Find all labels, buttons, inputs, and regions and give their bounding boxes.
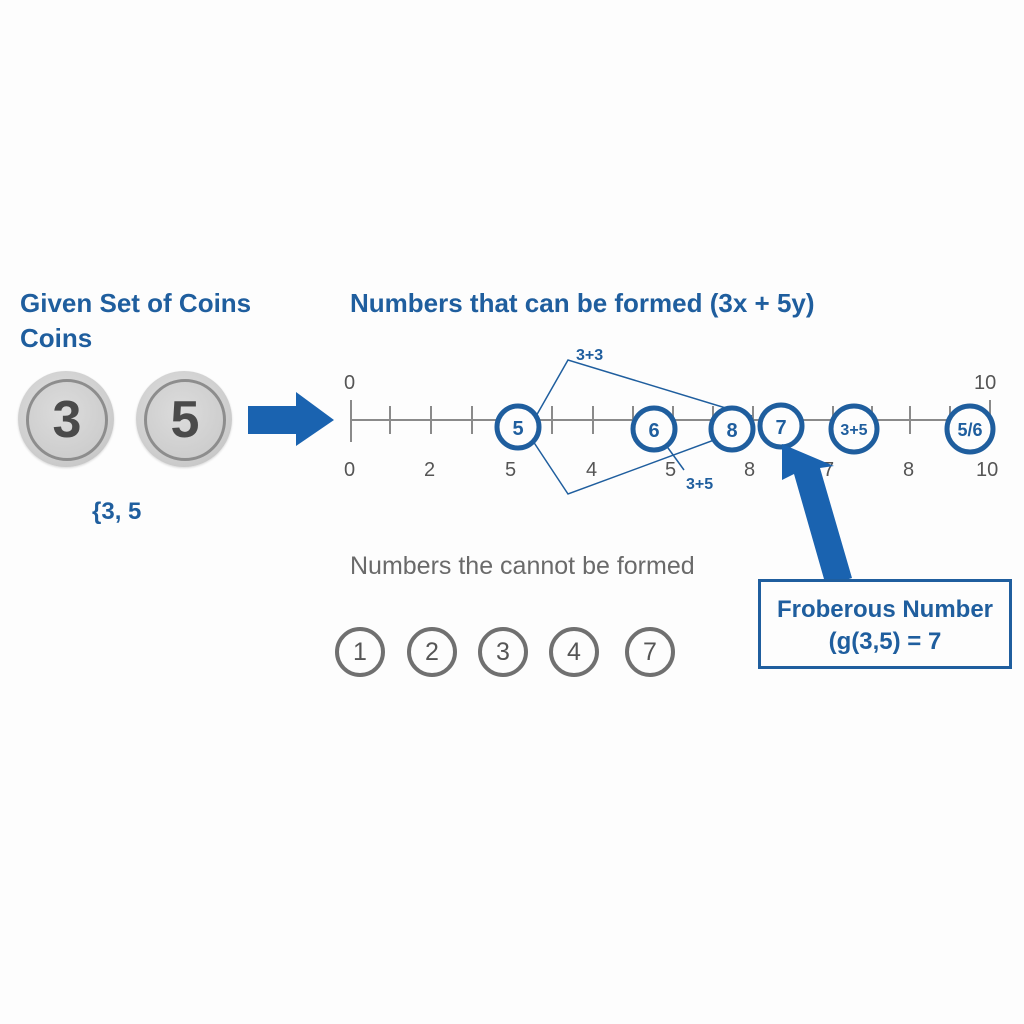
circled-value-label: 7 — [775, 417, 786, 439]
coin-5-value: 5 — [170, 391, 200, 449]
coin-3-value: 3 — [52, 391, 82, 449]
bottom-label: 7 — [823, 459, 834, 481]
bottom-label: 2 — [424, 459, 435, 481]
circled-value-7: 7 — [757, 402, 805, 450]
bottom-label: 4 — [586, 459, 597, 481]
bottom-label: 10 — [976, 459, 998, 481]
coin-5: 5 — [136, 371, 232, 467]
given-coins-title: Given Set of Coins — [20, 288, 252, 318]
top-label-0: 0 — [344, 372, 355, 394]
coin-5-face: 5 — [144, 379, 226, 461]
frobenius-number-box: Froberous Number (g(3,5) = 7 — [758, 579, 1012, 669]
annotation-3-plus-3: 3+3 — [576, 347, 603, 364]
bottom-label: 0 — [344, 459, 355, 481]
circled-value-3-plus-5: 3+5 — [828, 403, 880, 455]
frobenius-pointer-arrow-icon — [782, 444, 852, 586]
cannot-value-label: 3 — [496, 637, 510, 666]
frobenius-label: Froberous Number — [776, 596, 994, 623]
circled-value-5-6: 5/6 — [944, 403, 996, 455]
right-arrow-icon — [248, 392, 334, 446]
combination-connectors — [526, 359, 753, 495]
cannot-formed-title: Numbers the cannot be formed — [350, 552, 695, 580]
formed-numbers-title: Numbers that can be formed (3x + 5y) — [350, 288, 815, 318]
bottom-label: 5 — [665, 459, 676, 481]
coin-3-face: 3 — [26, 379, 108, 461]
circled-value-6: 6 — [630, 405, 678, 453]
frobenius-value: (g(3,5) = 7 — [828, 628, 942, 655]
cannot-value-2: 2 — [407, 627, 457, 677]
cannot-value-label: 1 — [353, 637, 367, 666]
coins-subtitle: Coins — [20, 323, 93, 353]
circled-value-label: 5/6 — [957, 420, 982, 440]
circled-value-8: 8 — [708, 405, 756, 453]
circled-value-5: 5 — [494, 403, 542, 451]
cannot-value-label: 4 — [567, 637, 581, 666]
cannot-value-1: 1 — [335, 627, 385, 677]
circled-value-label: 5 — [512, 418, 523, 440]
cannot-value-4: 4 — [549, 627, 599, 677]
circled-value-label: 8 — [726, 420, 737, 442]
coin-3: 3 — [18, 371, 114, 467]
circled-value-label: 6 — [648, 420, 659, 442]
bottom-label: 5 — [505, 459, 516, 481]
circled-value-label: 3+5 — [840, 422, 867, 439]
coin-set-text: {3, 5 — [92, 498, 142, 525]
cannot-value-3: 3 — [478, 627, 528, 677]
cannot-value-label: 7 — [643, 637, 657, 666]
bottom-label: 8 — [744, 459, 755, 481]
bottom-label: 8 — [903, 459, 914, 481]
number-line-ticks — [350, 400, 991, 442]
cannot-value-7: 7 — [625, 627, 675, 677]
top-label-10: 10 — [974, 372, 996, 394]
annotation-3-plus-5: 3+5 — [686, 476, 713, 493]
cannot-value-label: 2 — [425, 637, 439, 666]
